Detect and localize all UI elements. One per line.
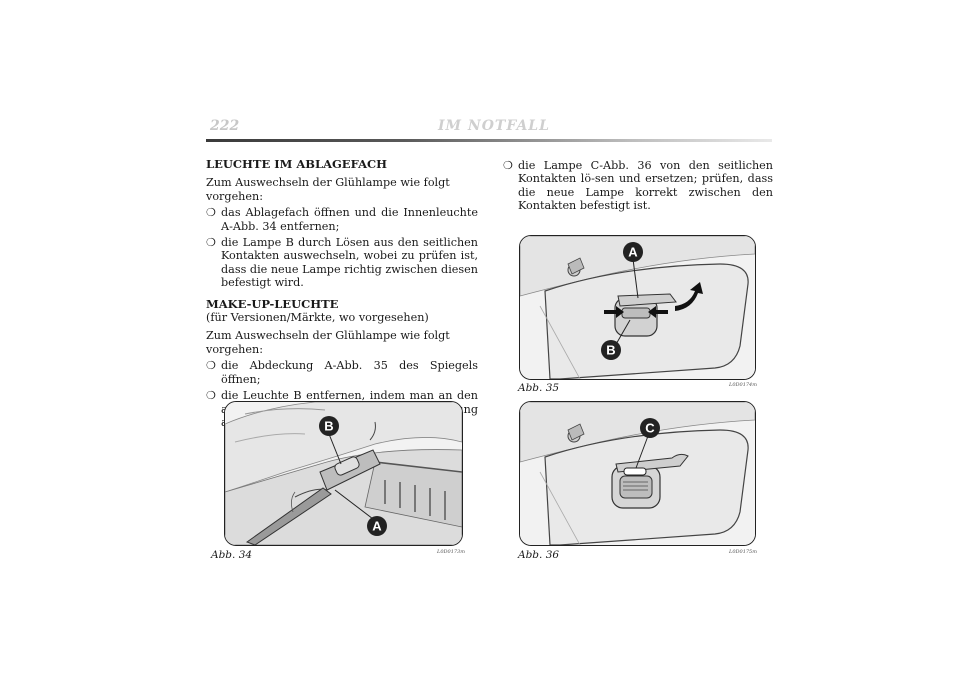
mirror-bulb-illustration: C bbox=[520, 402, 755, 545]
list-item-text: die Lampe C-Abb. 36 von den seitlichen K… bbox=[518, 159, 773, 213]
intro-text-2: Zum Auswechseln der Glühlampe wie folgt … bbox=[206, 329, 450, 356]
figure-code-35: L0D0174m bbox=[729, 382, 757, 388]
callout-a: A bbox=[372, 519, 382, 534]
figure-code-36: L0D0175m bbox=[729, 549, 757, 555]
bullet-icon: ❍ bbox=[503, 159, 514, 172]
heading-leuchte-ablagefach: LEUCHTE IM ABLAGEFACH bbox=[206, 157, 388, 171]
page-number: 222 bbox=[210, 118, 240, 134]
list-item: ❍ die Lampe C-Abb. 36 von den seitlichen … bbox=[503, 159, 773, 213]
callout-a: A bbox=[628, 245, 638, 260]
compartment-lamp-illustration: B A bbox=[225, 402, 462, 545]
callout-b: B bbox=[606, 343, 615, 358]
header-divider bbox=[206, 139, 772, 142]
right-column: ❍ die Lampe C-Abb. 36 von den seitlichen … bbox=[503, 159, 773, 213]
heading-make-up-leuchte: MAKE-UP-LEUCHTE bbox=[206, 296, 339, 311]
callout-b: B bbox=[324, 419, 333, 434]
section-title: IM NOTFALL bbox=[438, 118, 550, 134]
list-item-text: die Abdeckung A-Abb. 35 des Spiegels öff… bbox=[221, 359, 478, 386]
callout-c: C bbox=[645, 421, 655, 436]
figure-abb-36: C bbox=[519, 401, 756, 546]
list-item-text: das Ablagefach öffnen und die Innenleuch… bbox=[221, 206, 478, 233]
figure-abb-34: B A bbox=[224, 401, 463, 546]
intro-text-1: Zum Auswechseln der Glühlampe wie folgt … bbox=[206, 176, 450, 203]
figure-caption-36: Abb. 36 bbox=[518, 549, 560, 561]
figure-caption-35: Abb. 35 bbox=[518, 382, 560, 394]
mirror-lamp-illustration: A B bbox=[520, 236, 755, 379]
bullet-icon: ❍ bbox=[206, 359, 217, 373]
figure-abb-35: A B bbox=[519, 235, 756, 380]
figure-code-34: L0D0173m bbox=[437, 549, 465, 555]
heading-subtitle: (für Versionen/Märkte, wo vorgesehen) bbox=[206, 311, 429, 325]
list-item: ❍ das Ablagefach öffnen und die Innenleuc… bbox=[206, 206, 478, 233]
bullet-icon: ❍ bbox=[206, 206, 217, 220]
figure-caption-34: Abb. 34 bbox=[211, 549, 253, 561]
list-item-text: die Lampe B durch Lösen aus den seitlich… bbox=[221, 236, 478, 290]
bullet-icon: ❍ bbox=[206, 236, 217, 250]
left-column: LEUCHTE IM ABLAGEFACH Zum Auswechseln de… bbox=[206, 157, 478, 429]
bullet-icon: ❍ bbox=[206, 389, 217, 403]
list-item: ❍ die Abdeckung A-Abb. 35 des Spiegels öf… bbox=[206, 359, 478, 386]
list-item: ❍ die Lampe B durch Lösen aus den seitlic… bbox=[206, 236, 478, 290]
